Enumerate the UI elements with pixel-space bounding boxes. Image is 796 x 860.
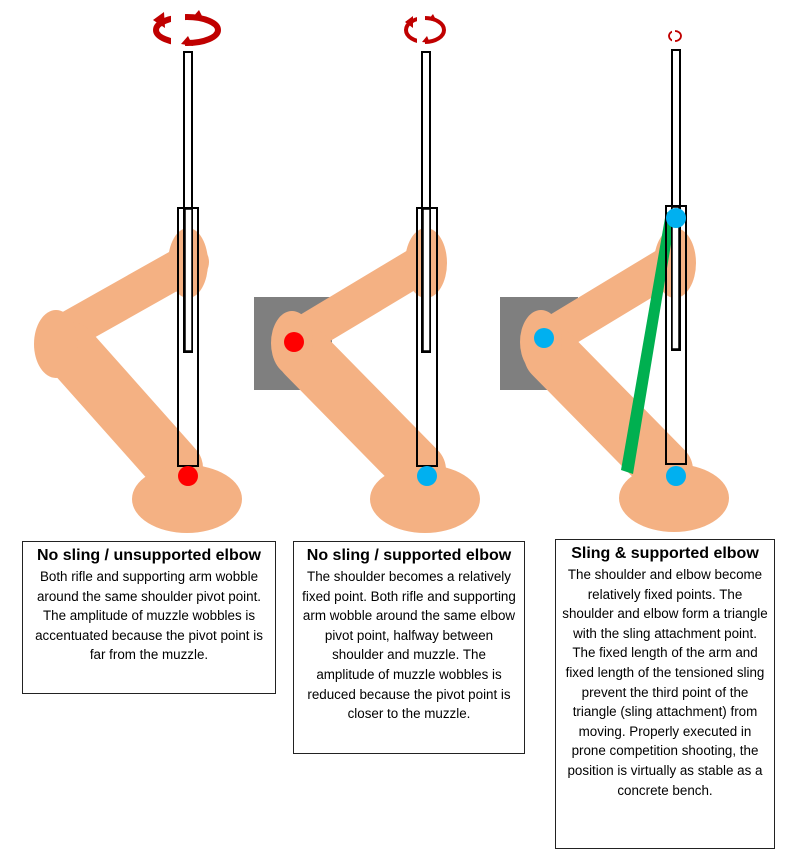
- sling: [621, 212, 676, 474]
- shoulder-1: [132, 465, 242, 533]
- rifle-stock-3: [665, 205, 687, 465]
- pivot-point-elbow-3: [534, 328, 554, 348]
- upper-arm-1: [42, 322, 203, 496]
- rifle-barrel-2: [421, 51, 431, 353]
- shoulder-2: [370, 465, 480, 533]
- circular-arrow-icon: [153, 10, 221, 48]
- caption-panel-3: Sling & supported elbow The shoulder and…: [555, 539, 775, 849]
- forearm-2: [276, 243, 444, 359]
- elbow-1: [34, 310, 78, 378]
- panel-3-illustration: [500, 30, 729, 532]
- rifle-barrel-inner-3: [671, 206, 680, 350]
- pivot-point-shoulder-3: [666, 466, 686, 486]
- upper-arm-2: [277, 327, 446, 498]
- rifle-barrel-inner-1: [184, 208, 193, 352]
- pivot-point-shoulder-1: [178, 466, 198, 486]
- caption-title: Sling & supported elbow: [571, 545, 759, 562]
- panel-2-illustration: [254, 14, 480, 533]
- circular-arrow-icon: [404, 14, 446, 45]
- caption-text: Both rifle and supporting arm wobble aro…: [35, 569, 263, 663]
- caption-panel-1: No sling / unsupported elbow Both rifle …: [22, 541, 276, 694]
- stability-diagram: [34, 10, 729, 533]
- caption-text: The shoulder and elbow become relatively…: [562, 567, 768, 798]
- upper-arm-3: [524, 327, 693, 498]
- caption-title: No sling / supported elbow: [306, 547, 512, 564]
- caption-title: No sling / unsupported elbow: [37, 547, 261, 564]
- rifle-barrel-3: [671, 49, 681, 351]
- rifle-barrel-inner-2: [422, 208, 431, 352]
- shoulder-3: [619, 464, 729, 532]
- panel-1-illustration: [34, 10, 242, 533]
- circular-arrow-icon: [668, 30, 682, 42]
- pivot-point-elbow-2: [284, 332, 304, 352]
- rifle-barrel-1: [183, 51, 193, 353]
- pivot-point-shoulder-2: [417, 466, 437, 486]
- sling-attachment-point: [666, 208, 686, 228]
- forearm-3: [526, 243, 693, 359]
- caption-text: The shoulder becomes a relatively fixed …: [302, 569, 516, 722]
- caption-panel-2: No sling / supported elbow The shoulder …: [293, 541, 525, 754]
